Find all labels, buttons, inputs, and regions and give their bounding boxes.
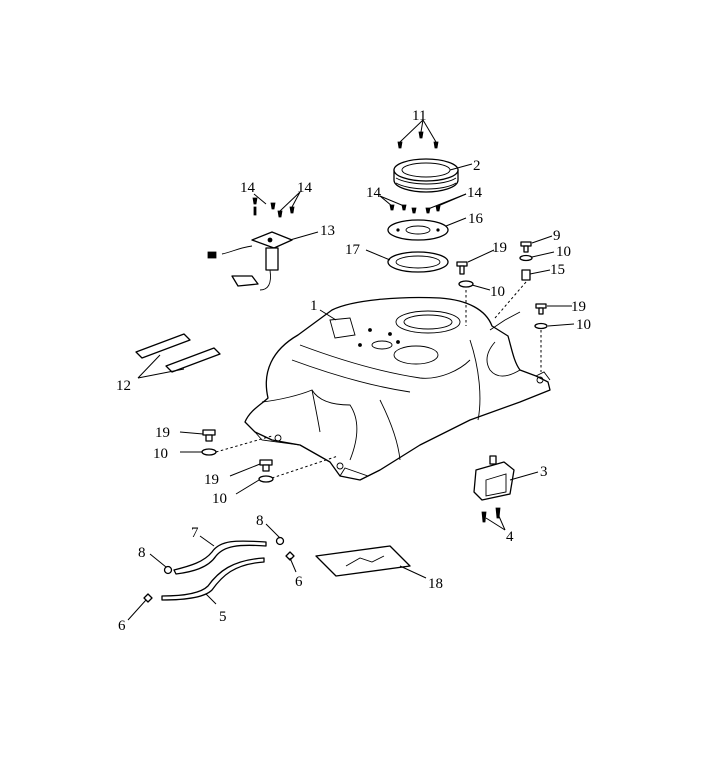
callout-10a: 10 bbox=[556, 244, 571, 260]
callout-14c: 14 bbox=[366, 185, 382, 201]
bolts-and-washers bbox=[201, 241, 548, 483]
callout-18: 18 bbox=[428, 576, 443, 592]
callout-8a: 8 bbox=[138, 545, 146, 561]
fuel-level-sender bbox=[207, 231, 293, 291]
callout-14a: 14 bbox=[240, 180, 256, 196]
leader-lines bbox=[127, 119, 575, 621]
callout-14b: 14 bbox=[297, 180, 313, 196]
fuel-tank-body bbox=[244, 296, 551, 481]
callout-16: 16 bbox=[468, 211, 484, 227]
callout-5: 5 bbox=[219, 609, 227, 625]
callout-labels: 1 2 3 4 5 6 6 7 8 8 9 10 10 10 10 10 11 … bbox=[116, 108, 591, 634]
callout-19a: 19 bbox=[492, 240, 507, 256]
callout-8b: 8 bbox=[256, 513, 264, 529]
callout-19b: 19 bbox=[571, 299, 586, 315]
gasket bbox=[387, 251, 449, 273]
callout-9: 9 bbox=[553, 228, 561, 244]
callout-15: 15 bbox=[550, 262, 565, 278]
callout-17: 17 bbox=[345, 242, 361, 258]
callout-6a: 6 bbox=[118, 618, 126, 634]
mounting-plate bbox=[387, 219, 449, 241]
fuel-cap bbox=[393, 158, 459, 193]
bracket-valve bbox=[473, 455, 515, 523]
callout-6b: 6 bbox=[295, 574, 303, 590]
rubber-pad bbox=[315, 545, 411, 577]
callout-10c: 10 bbox=[576, 317, 591, 333]
callout-10e: 10 bbox=[212, 491, 227, 507]
callout-10d: 10 bbox=[153, 446, 168, 462]
callout-3: 3 bbox=[540, 464, 548, 480]
hoses-and-clamps bbox=[143, 536, 295, 603]
screws-14 bbox=[252, 197, 441, 218]
assembly-lines bbox=[215, 281, 542, 479]
callout-14d: 14 bbox=[467, 185, 483, 201]
callout-1: 1 bbox=[310, 298, 318, 314]
callout-2: 2 bbox=[473, 158, 481, 174]
callout-19d: 19 bbox=[204, 472, 219, 488]
callout-12: 12 bbox=[116, 378, 131, 394]
callout-7: 7 bbox=[191, 525, 199, 541]
callout-10b: 10 bbox=[490, 284, 505, 300]
callout-19c: 19 bbox=[155, 425, 170, 441]
callout-11: 11 bbox=[412, 108, 426, 124]
foam-strips bbox=[135, 333, 221, 373]
callout-4: 4 bbox=[506, 529, 514, 545]
callout-13: 13 bbox=[320, 223, 335, 239]
